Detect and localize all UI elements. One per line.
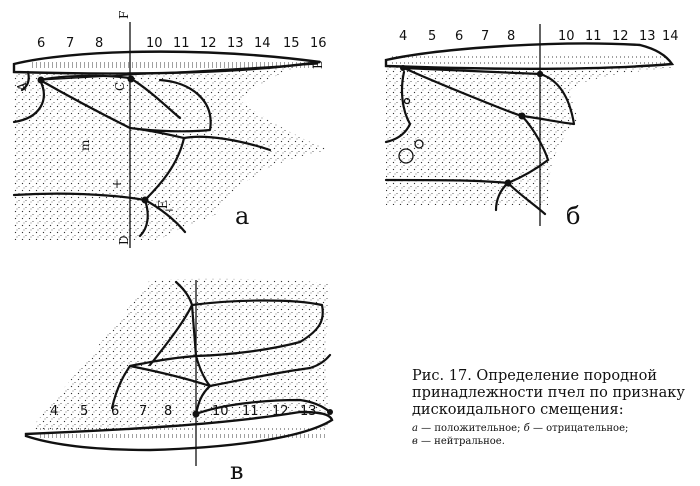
legend-v-key: в <box>412 436 418 447</box>
panel-a-scale-labels: 6 7 8 10 11 12 13 14 15 16 <box>37 36 327 51</box>
svg-text:4: 4 <box>399 29 407 44</box>
svg-text:8: 8 <box>164 404 172 419</box>
svg-text:5: 5 <box>428 29 436 44</box>
panel-b-large-circle <box>398 148 414 164</box>
svg-text:14: 14 <box>254 36 271 51</box>
panel-a: 6 7 8 10 11 12 13 14 15 16 F A B C D E −… <box>12 11 330 248</box>
panel-b: 4 5 6 7 8 10 11 12 13 14 б <box>384 24 679 230</box>
legend-a-text: — положительное; <box>417 423 524 434</box>
svg-text:5: 5 <box>80 404 88 419</box>
panel-a-label-c: C <box>113 82 127 91</box>
panel-a-line-ab <box>39 63 319 81</box>
panel-a-letter: а <box>235 202 249 230</box>
panel-v: 4 5 6 7 8 10 11 12 13 в <box>24 278 334 485</box>
svg-text:7: 7 <box>139 404 147 419</box>
panel-b-point-mid <box>518 112 526 120</box>
panel-a-label-a: A <box>15 82 29 92</box>
svg-text:13: 13 <box>639 29 656 44</box>
panel-b-wing-area <box>386 48 672 205</box>
panel-b-scale-ticks <box>392 56 667 64</box>
panel-v-wing-area <box>30 278 330 430</box>
svg-text:12: 12 <box>272 404 289 419</box>
svg-text:12: 12 <box>612 29 629 44</box>
panel-a-label-e: E <box>156 200 170 209</box>
svg-text:12: 12 <box>200 36 217 51</box>
caption-title: Рис. 17. Определение породной принадлежн… <box>412 368 685 418</box>
panel-v-scale-ticks <box>40 428 325 438</box>
panel-a-label-b: B <box>311 60 325 69</box>
panel-a-m-mark: m <box>78 139 92 151</box>
panel-b-letter: б <box>566 202 580 230</box>
svg-text:10: 10 <box>146 36 163 51</box>
legend-b-key: б <box>523 423 530 434</box>
panel-a-point-c <box>127 75 135 83</box>
panel-b-point-a <box>400 65 406 71</box>
svg-text:15: 15 <box>283 36 300 51</box>
panel-b-scale-labels: 4 5 6 7 8 10 11 12 13 14 <box>399 29 679 44</box>
panel-a-plus-mark: + <box>112 177 122 191</box>
svg-text:10: 10 <box>558 29 575 44</box>
svg-text:13: 13 <box>227 36 244 51</box>
svg-text:6: 6 <box>37 36 45 51</box>
svg-text:8: 8 <box>95 36 103 51</box>
panel-a-minus-mark: − <box>164 203 174 217</box>
legend-b-text: — отрицательное; <box>529 423 629 434</box>
panel-v-letter: в <box>230 457 244 485</box>
panel-v-scale-labels: 4 5 6 7 8 10 11 12 13 <box>50 404 317 419</box>
svg-text:11: 11 <box>242 404 259 419</box>
svg-text:7: 7 <box>66 36 74 51</box>
svg-text:16: 16 <box>310 36 327 51</box>
panel-a-point-e <box>141 196 149 204</box>
svg-text:11: 11 <box>173 36 190 51</box>
panel-a-scale-ticks <box>30 62 315 68</box>
svg-text:6: 6 <box>111 404 119 419</box>
panel-b-small-circle <box>403 97 411 105</box>
panel-a-label-d: D <box>117 235 131 245</box>
panel-b-medium-circle <box>414 139 424 149</box>
svg-text:4: 4 <box>50 404 58 419</box>
svg-text:11: 11 <box>585 29 602 44</box>
figure-caption: Рис. 17. Определение породной принадлежн… <box>412 368 697 448</box>
legend-v-text: — нейтральное. <box>417 436 505 447</box>
svg-text:7: 7 <box>481 29 489 44</box>
panel-b-veins <box>384 66 576 216</box>
legend-a-key: а <box>412 423 418 434</box>
caption-legend: а — положительное; б — отрицательное; в —… <box>412 422 697 448</box>
panel-v-point-b <box>327 409 333 415</box>
svg-text:8: 8 <box>507 29 515 44</box>
svg-text:10: 10 <box>212 404 229 419</box>
svg-text:13: 13 <box>300 404 317 419</box>
svg-text:14: 14 <box>662 29 679 44</box>
panel-a-label-f: F <box>117 11 131 19</box>
panel-b-point-e <box>504 179 512 187</box>
svg-text:6: 6 <box>455 29 463 44</box>
